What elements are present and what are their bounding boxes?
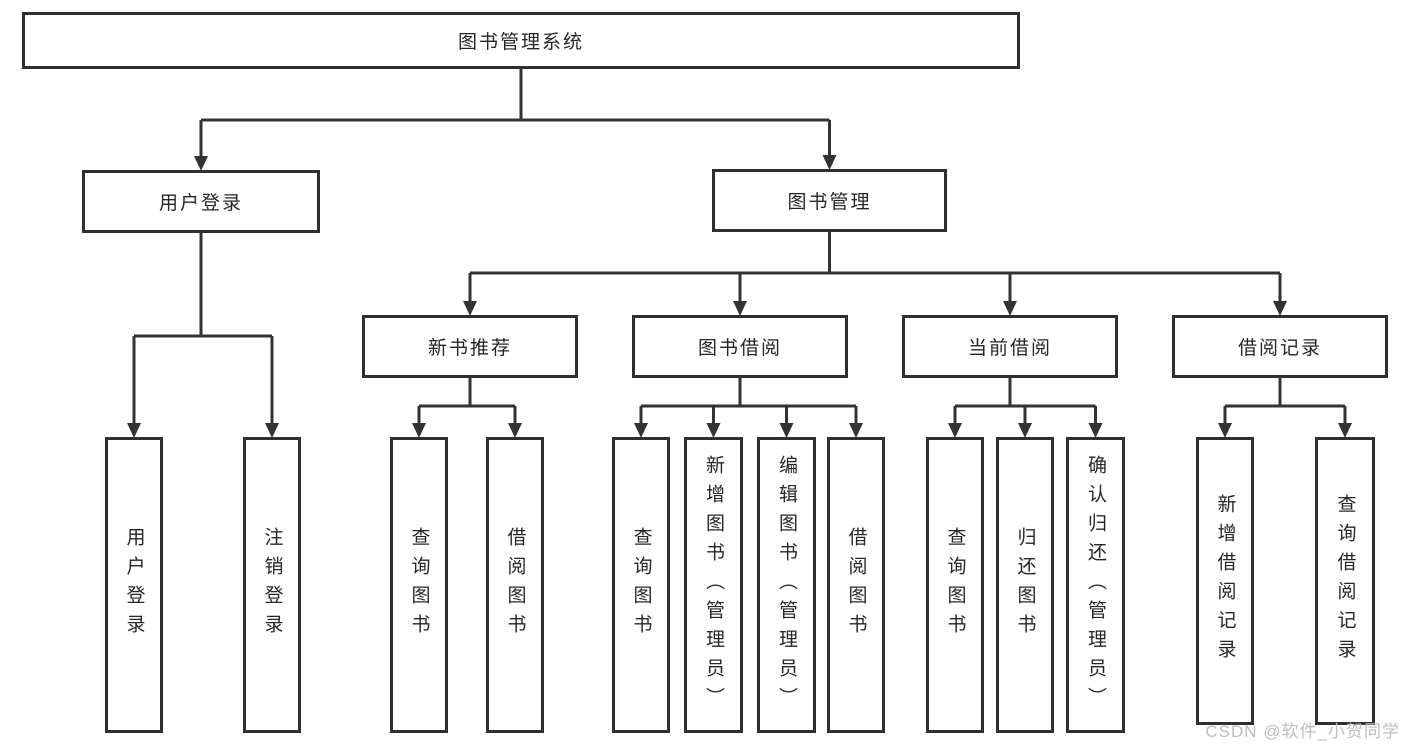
node-label-cur-return: 归还图书 [1014, 527, 1036, 643]
diagram-node-bor-borrow: 借阅图书 [827, 437, 885, 733]
diagram-node-cur-return: 归还图书 [996, 437, 1054, 733]
diagram-node-mgmt: 图书管理 [712, 169, 947, 232]
arrowhead-icon [822, 155, 837, 170]
arrowhead-icon [733, 301, 747, 316]
diagram-node-bor-edit: 编辑图书（管理员） [757, 437, 816, 733]
arrowhead-icon [1273, 301, 1287, 316]
node-label-login: 用户登录 [158, 193, 243, 214]
node-label-login-out: 注销登录 [261, 527, 283, 643]
node-label-rec-query: 查询图书 [408, 527, 430, 643]
arrowhead-icon [412, 423, 426, 438]
arrowhead-icon [634, 423, 648, 438]
diagram-node-bor-query: 查询图书 [612, 437, 670, 733]
node-label-cur-confirm: 确认归还（管理员） [1085, 454, 1106, 716]
arrowhead-icon [706, 423, 721, 438]
diagram-node-rec-query: 查询图书 [390, 437, 448, 733]
diagram-node-rb-query: 查询借阅记录 [1315, 437, 1375, 725]
node-label-cur-query: 查询图书 [944, 527, 966, 643]
diagram-node-borrow: 图书借阅 [632, 315, 848, 378]
node-label-records: 借阅记录 [1237, 338, 1322, 359]
arrowhead-icon [508, 423, 522, 438]
diagram-node-records: 借阅记录 [1172, 315, 1388, 378]
node-label-mgmt: 图书管理 [787, 192, 872, 213]
csdn-watermark: CSDN @软件_小贺同学 [1205, 722, 1400, 741]
arrowhead-icon [194, 156, 208, 171]
node-label-borrow: 图书借阅 [697, 338, 782, 359]
node-label-login-user: 用户登录 [123, 527, 145, 643]
node-label-rb-add: 新增借阅记录 [1214, 494, 1236, 668]
diagram-node-rb-add: 新增借阅记录 [1196, 437, 1254, 725]
diagram-node-login-user: 用户登录 [105, 437, 163, 733]
arrowhead-icon [1018, 423, 1032, 438]
arrowhead-icon [265, 423, 279, 438]
diagram-node-cur-query: 查询图书 [926, 437, 984, 733]
node-label-rec-borrow: 借阅图书 [504, 527, 526, 643]
arrowhead-icon [463, 301, 477, 316]
arrowhead-icon [779, 423, 794, 438]
diagram-node-recommend: 新书推荐 [362, 315, 578, 378]
node-label-bor-edit: 编辑图书（管理员） [776, 454, 797, 716]
arrowhead-icon [1088, 423, 1103, 438]
node-label-rb-query: 查询借阅记录 [1334, 494, 1356, 668]
diagram-node-current: 当前借阅 [902, 315, 1118, 378]
diagram-node-bor-add: 新增图书（管理员） [684, 437, 743, 733]
node-label-bor-add: 新增图书（管理员） [703, 454, 724, 716]
diagram-node-login-out: 注销登录 [243, 437, 301, 733]
arrowhead-icon [948, 423, 962, 438]
node-label-bor-borrow: 借阅图书 [845, 527, 867, 643]
arrowhead-icon [1338, 423, 1352, 438]
node-label-root: 图书管理系统 [457, 32, 584, 53]
diagram-node-cur-confirm: 确认归还（管理员） [1066, 437, 1125, 733]
diagram-node-rec-borrow: 借阅图书 [486, 437, 544, 733]
node-label-bor-query: 查询图书 [630, 527, 652, 643]
diagram-node-login: 用户登录 [82, 170, 320, 233]
arrowhead-icon [1218, 423, 1232, 438]
node-label-current: 当前借阅 [967, 338, 1052, 359]
arrowhead-icon [1003, 301, 1017, 316]
diagram-node-root: 图书管理系统 [22, 12, 1020, 69]
arrowhead-icon [849, 423, 863, 438]
arrowhead-icon [127, 423, 141, 438]
node-label-recommend: 新书推荐 [427, 338, 512, 359]
